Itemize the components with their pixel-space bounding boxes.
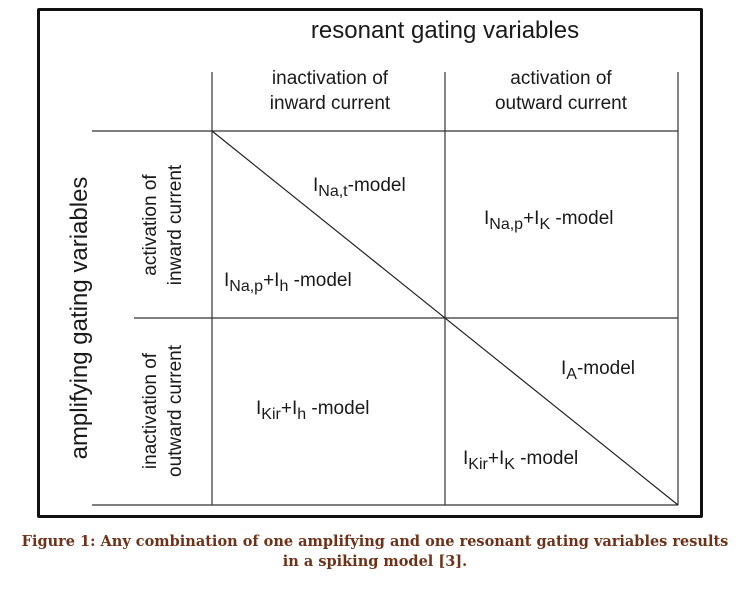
model-na-t: INa,t-model [313, 175, 406, 200]
caption-line-1: Figure 1: Any combination of one amplify… [21, 533, 729, 550]
figure-frame [37, 8, 703, 518]
column-header-1-line1: inactivation of [272, 68, 389, 89]
column-header-2-line2: outward current [495, 93, 628, 114]
figure-caption: Figure 1: Any combination of one amplify… [20, 532, 730, 572]
top-header: resonant gating variables [311, 17, 579, 44]
row-header-2-line2: outward current [165, 344, 186, 477]
caption-line-2: in a spiking model [3]. [282, 553, 468, 570]
diagonal-line [211, 130, 679, 506]
model-kir-h: IKir+Ih -model [256, 398, 369, 423]
column-header-1-line2: inward current [270, 93, 391, 114]
row-header-1-line2: inward current [165, 164, 186, 285]
column-header-2-line1: activation of [510, 68, 612, 89]
model-na-p-k: INa,p+IK -model [484, 208, 613, 233]
row-header-2-line1: inactivation of [140, 352, 161, 469]
model-na-p-h: INa,p+Ih -model [224, 270, 352, 295]
row-header-1-line1: activation of [140, 174, 161, 276]
model-a: IA-model [561, 358, 635, 383]
gating-variables-diagram: resonant gating variables inactivation o… [66, 17, 679, 506]
model-kir-k: IKir+IK -model [463, 448, 578, 473]
left-header: amplifying gating variables [66, 177, 93, 460]
